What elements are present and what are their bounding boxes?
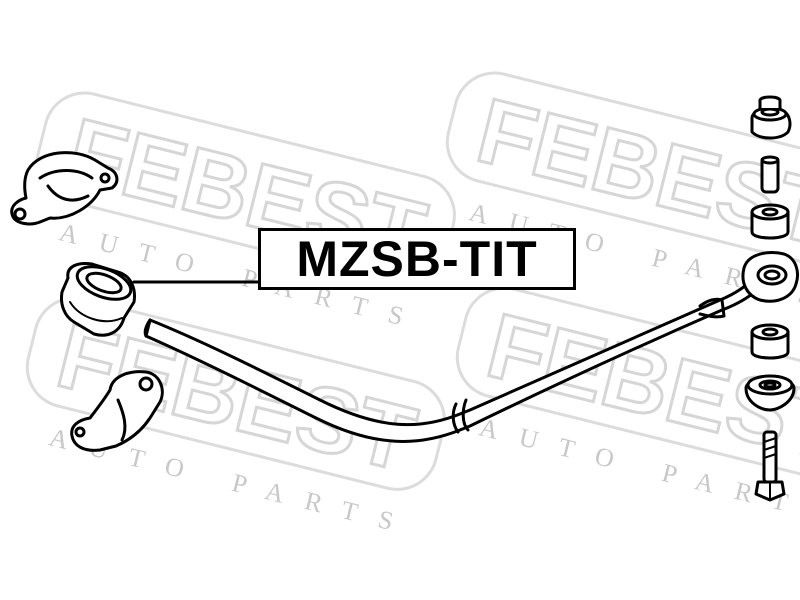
bar-end-eye [741, 251, 799, 303]
link-bolt [754, 430, 786, 502]
bushing-part [60, 262, 136, 337]
part-number-label: MZSB-TIT [258, 228, 576, 290]
bracket-upper [10, 151, 119, 226]
bracket-lower [70, 370, 164, 452]
line-drawing [10, 95, 799, 502]
link-rubber-lower [750, 323, 790, 360]
link-sleeve [760, 155, 780, 194]
link-rubber-upper [750, 203, 790, 240]
link-cap-bushing [750, 95, 792, 140]
link-washer [744, 374, 796, 412]
